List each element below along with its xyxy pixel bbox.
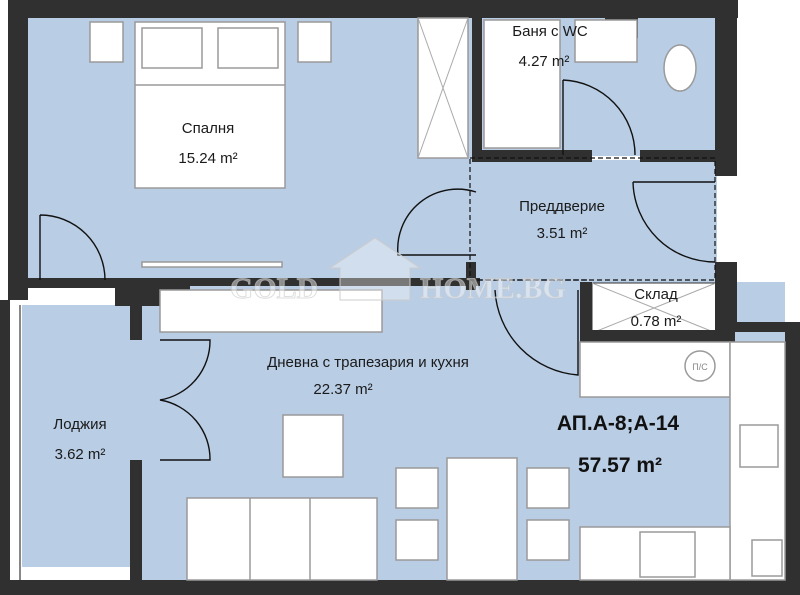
- sofa: [186, 497, 378, 581]
- apartment-id: АП.А-8;А-14: [557, 412, 679, 435]
- room-area-storage: 0.78 m²: [631, 313, 682, 330]
- room-labels: Спалня 15.24 m² Баня с WC 4.27 m² Преддв…: [53, 23, 681, 477]
- bathtub: [483, 19, 561, 149]
- room-area-hall: 3.51 m²: [537, 225, 588, 242]
- toilet: [663, 44, 697, 92]
- tv-unit: [159, 289, 383, 333]
- room-area-bathroom: 4.27 m²: [519, 53, 570, 70]
- stove-label: П/С: [692, 362, 708, 372]
- room-area-living: 22.37 m²: [313, 381, 372, 398]
- watermark: GOLD HOME.BG: [230, 237, 566, 306]
- room-name-living: Дневна с трапезария и кухня: [267, 354, 469, 371]
- svg-text:HOME.BG: HOME.BG: [420, 272, 566, 305]
- doors: [10, 79, 716, 580]
- armchair: [282, 414, 344, 478]
- room-area-bedroom: 15.24 m²: [178, 150, 237, 167]
- apartment-total-area: 57.57 m²: [578, 454, 662, 477]
- room-name-bathroom: Баня с WC: [512, 23, 588, 40]
- room-name-bedroom: Спалня: [182, 120, 234, 137]
- room-name-hall: Преддверие: [519, 198, 605, 215]
- loggia-area: [22, 305, 130, 567]
- dining-table: [446, 457, 518, 581]
- svg-text:GOLD: GOLD: [230, 272, 318, 305]
- sink: [574, 19, 638, 63]
- hall-area: [470, 160, 717, 282]
- room-name-storage: Склад: [634, 286, 678, 303]
- furniture: П/С: [89, 17, 786, 581]
- fridge: [751, 539, 783, 577]
- room-name-loggia: Лоджия: [53, 416, 106, 433]
- room-area-loggia: 3.62 m²: [55, 446, 106, 463]
